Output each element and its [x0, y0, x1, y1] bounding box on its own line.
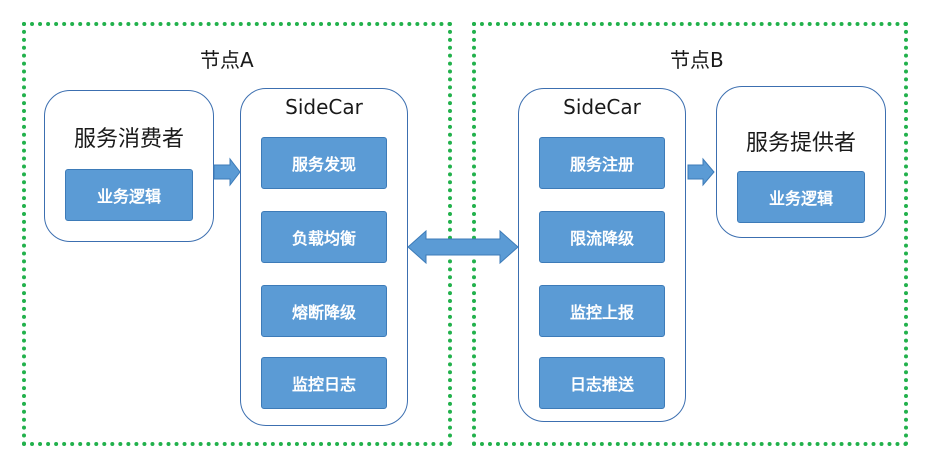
node-a-container [22, 22, 452, 446]
sidecar-b-log-push: 日志推送 [539, 357, 665, 409]
consumer-card: 服务消费者 业务逻辑 [44, 90, 214, 242]
sidecar-b-monitoring-report: 监控上报 [539, 285, 665, 337]
provider-business-logic-box: 业务逻辑 [737, 171, 865, 223]
sidecar-a-circuit-breaking: 熔断降级 [261, 285, 387, 337]
sidecar-a-title: SideCar [285, 95, 363, 119]
sidecar-b-rate-limiting: 限流降级 [539, 211, 665, 263]
sidecar-b-card: SideCar 服务注册 限流降级 监控上报 日志推送 [518, 88, 686, 422]
sidecar-b-to-provider-arrow-icon [687, 157, 715, 187]
sidecar-a-card: SideCar 服务发现 负载均衡 熔断降级 监控日志 [240, 88, 408, 426]
sidecar-b-title: SideCar [563, 95, 641, 119]
sidecar-a-monitoring-logs: 监控日志 [261, 357, 387, 409]
sidecar-bidirectional-arrow-icon [407, 229, 519, 265]
provider-card: 服务提供者 业务逻辑 [716, 86, 886, 238]
consumer-title: 服务消费者 [73, 127, 184, 152]
consumer-business-logic-box: 业务逻辑 [65, 169, 193, 221]
sidecar-a-service-discovery: 服务发现 [261, 137, 387, 189]
node-b-container [472, 22, 908, 446]
consumer-to-sidecar-arrow-icon [213, 157, 241, 187]
node-a-label: 节点A [200, 48, 254, 72]
provider-title: 服务提供者 [745, 131, 856, 156]
sidecar-b-service-registration: 服务注册 [539, 137, 665, 189]
sidecar-a-load-balancing: 负载均衡 [261, 211, 387, 263]
node-b-label: 节点B [670, 48, 724, 72]
